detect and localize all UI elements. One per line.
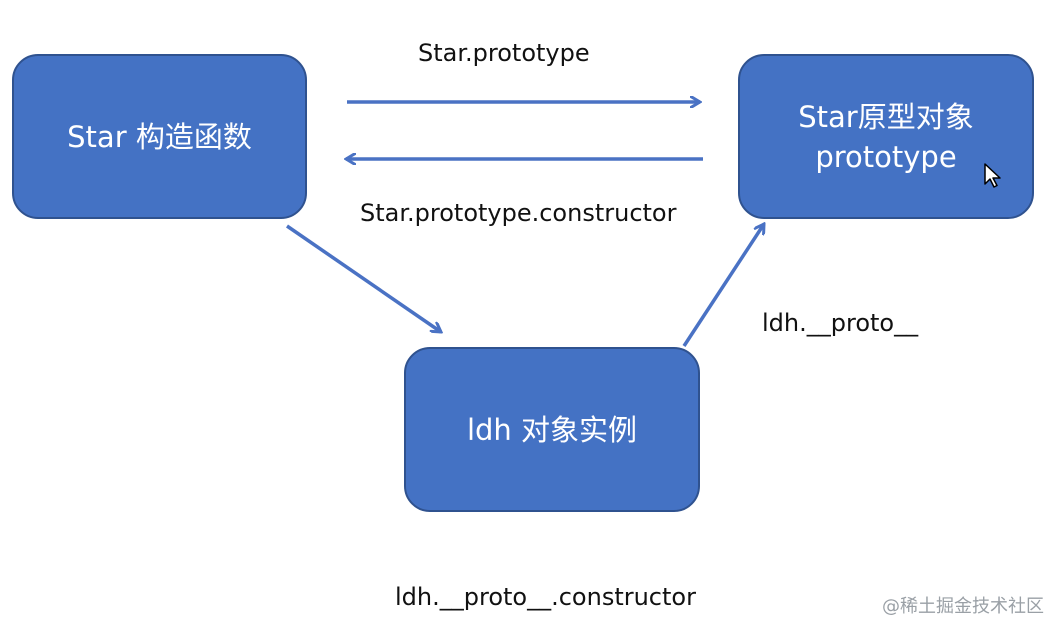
arrow-constructor-to-instance xyxy=(286,224,441,332)
star-prototype-label-line1: Star原型对象 xyxy=(798,99,974,134)
edge-label-dunder-proto-constructor: ldh.__proto__.constructor xyxy=(395,583,696,611)
edge-label-prototype: Star.prototype xyxy=(418,39,590,67)
ldh-instance-label: ldh 对象实例 xyxy=(466,412,638,447)
mouse-cursor-icon xyxy=(984,163,1001,188)
star-constructor-label: Star 构造函数 xyxy=(67,119,252,154)
ldh-instance-node: ldh 对象实例 xyxy=(404,347,700,512)
watermark: @稀土掘金技术社区 xyxy=(882,596,1044,617)
edge-label-dunder-proto: ldh.__proto__ xyxy=(762,309,919,337)
star-prototype-node: Star原型对象 prototype xyxy=(738,54,1034,219)
edge-label-constructor: Star.prototype.constructor xyxy=(360,199,677,227)
star-constructor-node: Star 构造函数 xyxy=(12,54,307,219)
star-prototype-label-line2: prototype xyxy=(815,139,957,174)
arrow-instance-to-prototype xyxy=(682,224,764,347)
